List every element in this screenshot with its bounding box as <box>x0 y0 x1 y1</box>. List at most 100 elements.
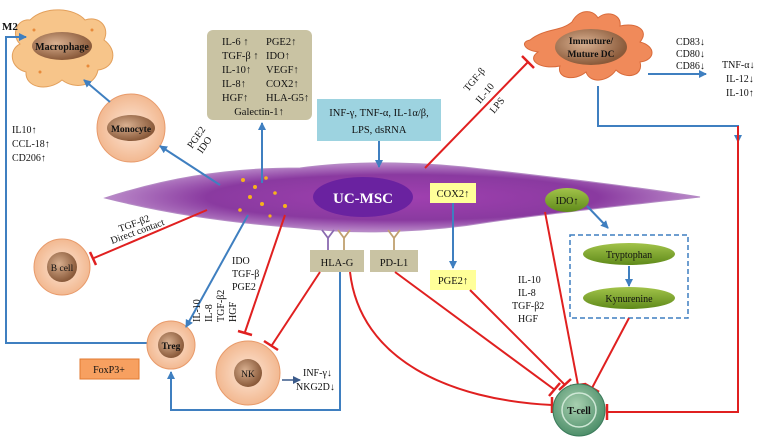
stimuli-line-2: LPS, dsRNA <box>352 125 407 136</box>
inhibit-pdl1-to-tcell <box>394 271 556 391</box>
inhibit-bar-tcell-pge2 <box>558 378 572 391</box>
nk-factors: IDO TGF-β PGE2 <box>232 256 259 293</box>
foxp3-box <box>79 358 140 380</box>
tryptophan-label: Tryptophan <box>606 250 652 261</box>
t-cell <box>552 383 606 437</box>
hla-g-box <box>310 250 364 272</box>
hla-g-receptor-icon <box>321 229 351 250</box>
svg-text:LPS: LPS <box>488 96 508 116</box>
arrow-treg-to-macrophage <box>5 33 150 344</box>
svg-text:CD86↓: CD86↓ <box>676 61 705 72</box>
pd-l1-box <box>370 250 418 272</box>
svg-text:HGF: HGF <box>518 314 538 325</box>
svg-text:TNF-α↓: TNF-α↓ <box>722 60 754 71</box>
hla-g-label: HLA-G <box>321 258 354 269</box>
secreted-factors-left: IL-6 ↑ TGF-β ↑ IL-10↑ IL-8↑ HGF↑ <box>222 37 259 104</box>
b-cell-nucleus <box>47 252 77 282</box>
svg-text:IL-10↑: IL-10↑ <box>726 88 754 99</box>
svg-text:HLA-G5↑: HLA-G5↑ <box>266 93 309 104</box>
nk-effect-2: NKG2D↓ <box>296 382 335 393</box>
inhibit-msc-to-tcell <box>544 211 579 386</box>
arrow-monocyte-to-macrophage <box>83 79 111 103</box>
dc-nucleus <box>555 29 627 65</box>
cox2-box <box>430 183 476 203</box>
monocyte-label: Monocyte <box>111 125 151 135</box>
pge2-box <box>430 270 476 290</box>
secreted-factors-box <box>207 30 312 120</box>
treg-factors: IL-10 IL-8 TGF-β2 HGF <box>192 290 239 322</box>
svg-text:CD80↓: CD80↓ <box>676 49 705 60</box>
tcell-factors: IL-10 IL-8 TGF-β2 HGF <box>512 275 544 325</box>
macrophage-nucleus <box>32 32 92 60</box>
arrow-msc-to-monocyte <box>159 145 221 186</box>
secreted-factors-right: PGE2↑ IDO↑ VEGF↑ COX2↑ HLA-G5↑ <box>266 37 309 104</box>
msc-label: UC-MSC <box>333 191 393 207</box>
b-cell-label: B cell <box>51 264 74 274</box>
svg-text:IL-8: IL-8 <box>518 288 536 299</box>
svg-text:IL-10: IL-10 <box>192 299 203 322</box>
inhibit-bar-bcell <box>88 251 98 266</box>
svg-text:TGF-β: TGF-β <box>232 269 259 280</box>
kynurenine-node <box>583 287 675 309</box>
dc-label-2: Muture DC <box>567 50 614 60</box>
arrow-ido-to-pathway <box>586 205 609 229</box>
t-cell-inner <box>561 392 597 428</box>
inhibit-pge2-to-tcell <box>469 289 566 386</box>
m2-label: M2 <box>2 21 18 33</box>
tryptophan-node <box>583 243 675 265</box>
t-cell-label: T-cell <box>567 406 591 417</box>
inhibit-bar-dc <box>521 55 535 69</box>
svg-text:HGF↑: HGF↑ <box>222 93 248 104</box>
macrophage-marker-1: IL10↑ <box>12 125 36 136</box>
svg-text:PGE2↑: PGE2↑ <box>266 37 296 48</box>
nk-nucleus <box>234 359 262 387</box>
inhibit-bar-nk-1 <box>237 329 253 337</box>
treg-nucleus <box>158 332 184 358</box>
svg-text:IL-8↑: IL-8↑ <box>222 79 246 90</box>
arrow-dc-cytokines-down <box>597 86 742 143</box>
inhibit-hlag-to-nk <box>271 271 321 346</box>
svg-text:IDO↑: IDO↑ <box>266 51 290 62</box>
inhibit-dc-to-tcell <box>607 126 739 413</box>
stimuli-line-1: INF-γ, TNF-α, IL-1α/β, <box>329 108 428 119</box>
svg-text:IL-12↓: IL-12↓ <box>726 74 754 85</box>
svg-text:VEGF↑: VEGF↑ <box>266 65 299 76</box>
svg-text:TGF-β ↑: TGF-β ↑ <box>222 51 259 62</box>
monocyte-nucleus <box>107 115 155 141</box>
svg-text:COX2↑: COX2↑ <box>266 79 299 90</box>
svg-text:PGE2: PGE2 <box>232 282 256 293</box>
dc-label-1: Immuture/ <box>569 37 614 47</box>
msc-nucleus <box>313 177 413 217</box>
svg-text:HGF: HGF <box>228 302 239 322</box>
dc-cytokines: TNF-α↓ IL-12↓ IL-10↑ <box>722 60 754 99</box>
nk-effect-1: INF-γ↓ <box>303 368 332 379</box>
ido-node <box>545 188 589 212</box>
macrophage-granules <box>32 28 94 74</box>
stimuli-box <box>317 99 441 141</box>
macrophage-marker-2: CCL-18↑ <box>12 139 50 150</box>
foxp3-label: FoxP3+ <box>93 365 125 376</box>
ido-label: IDO↑ <box>556 196 579 207</box>
inhibit-bar-tcell-pdl1 <box>548 382 561 397</box>
svg-text:TGF-β2: TGF-β2 <box>512 301 544 312</box>
inhibit-msc-to-bcell <box>93 209 208 259</box>
svg-text:IL-10↑: IL-10↑ <box>222 65 251 76</box>
svg-text:IDO: IDO <box>232 256 250 267</box>
kynurenine-label: Kynurenine <box>605 294 653 305</box>
inhibit-hlag-to-tcell <box>349 271 553 406</box>
pge2-label: PGE2↑ <box>438 276 468 287</box>
macrophage-label: Macrophage <box>35 42 89 53</box>
svg-text:IL-10: IL-10 <box>518 275 541 286</box>
pd-l1-receptor-icon <box>387 229 401 250</box>
nk-label: NK <box>241 370 255 380</box>
arrow-hlag-to-treg <box>167 272 341 411</box>
secreted-factors-bottom: Galectin-1↑ <box>234 107 284 118</box>
inhibit-bar-nk-2 <box>263 339 279 352</box>
svg-text:IL-6 ↑: IL-6 ↑ <box>222 37 249 48</box>
dc-markers: CD83↓ CD80↓ CD86↓ <box>676 37 705 72</box>
svg-text:IL-8: IL-8 <box>204 304 215 322</box>
inhibit-msc-to-nk <box>244 214 286 333</box>
arrow-msc-to-treg <box>185 214 249 328</box>
